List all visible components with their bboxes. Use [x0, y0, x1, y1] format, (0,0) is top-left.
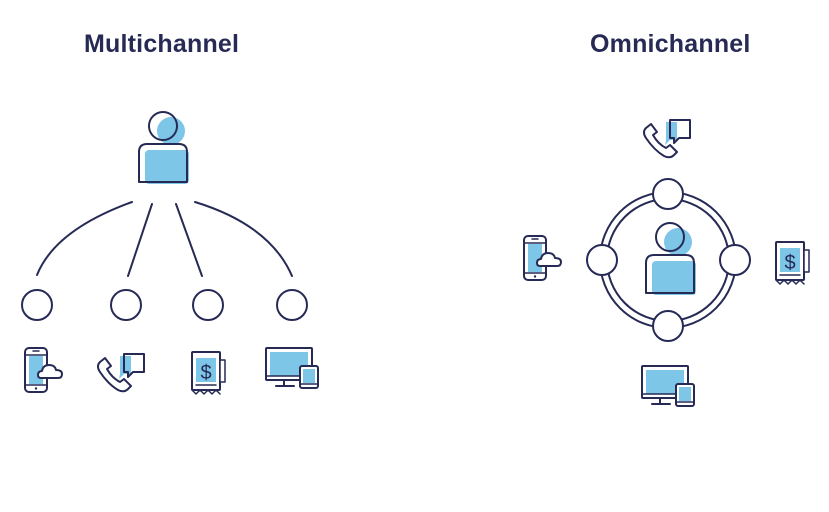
devices-icon: [641, 365, 695, 407]
branch-line: [194, 201, 293, 277]
omni-ring: [599, 191, 737, 329]
branch-line: [127, 203, 153, 277]
channel-node: [586, 244, 618, 276]
mobile-cloud-icon: [523, 235, 562, 281]
channel-node: [719, 244, 751, 276]
bill-dollar-icon: [775, 241, 810, 285]
channel-node: [652, 178, 684, 210]
omnichannel-title: Omnichannel: [590, 30, 751, 58]
channel-node: [192, 289, 224, 321]
multichannel-title: Multichannel: [84, 30, 240, 58]
devices-icon: [265, 347, 319, 389]
phone-chat-icon: [97, 353, 145, 393]
channel-node: [652, 310, 684, 342]
person-icon: [138, 111, 190, 185]
phone-chat-icon: [643, 119, 691, 159]
branch-line: [175, 203, 203, 277]
bill-dollar-icon: [191, 351, 226, 395]
person-icon: [645, 222, 697, 296]
omni-ring-inner: [606, 198, 730, 322]
mobile-cloud-icon: [24, 347, 63, 393]
channel-node: [21, 289, 53, 321]
channel-node: [110, 289, 142, 321]
multichannel-section: [21, 111, 319, 395]
channel-node: [276, 289, 308, 321]
omnichannel-section: [523, 119, 810, 407]
branch-line: [36, 201, 133, 276]
